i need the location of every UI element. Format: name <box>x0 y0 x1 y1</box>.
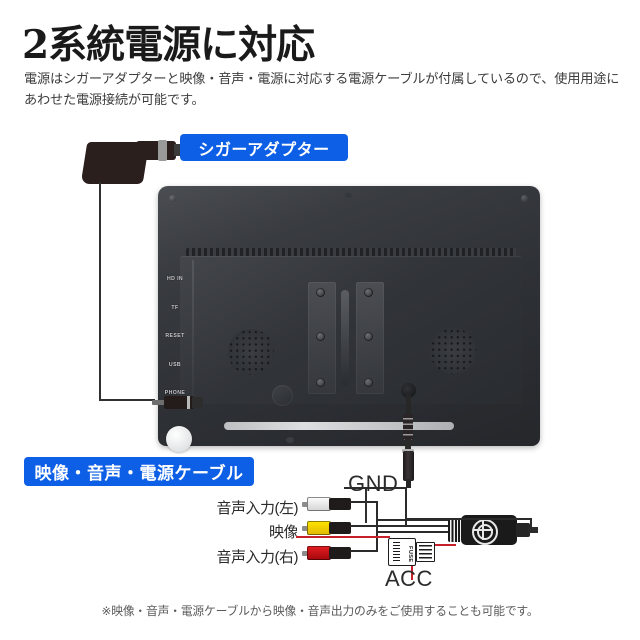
dc-stem <box>405 395 411 417</box>
kickstand-screw-mr <box>364 332 373 341</box>
port-label-phone: PHONE <box>164 390 186 396</box>
kickstand-screw-br <box>364 378 373 387</box>
kickstand-slot <box>341 290 349 386</box>
rca-boot <box>329 522 351 534</box>
plug-body <box>164 396 194 409</box>
label-av-power-cable: 映像・音声・電源ケーブル <box>24 457 254 486</box>
wire-connector-output-run <box>405 518 532 521</box>
monitor-inner-panel <box>180 256 522 404</box>
port-label-reset: RESET <box>165 333 185 339</box>
monitor-sensor-dot <box>272 385 293 406</box>
rca-shell <box>307 546 331 560</box>
cigar-cable-vertical <box>99 182 102 401</box>
monitor-back-illustration: HD IN TF RESET USB PHONE <box>158 186 540 452</box>
monitor-foot <box>166 426 192 452</box>
plug-tip <box>152 400 165 405</box>
monitor-screw-top-right <box>521 195 528 202</box>
wire-video-run <box>350 525 450 528</box>
wire-acc-to-connector <box>434 544 456 546</box>
rca-shell <box>307 521 331 535</box>
fuse-holder: FUSE <box>388 538 436 566</box>
wire-audio-right-rise <box>376 527 379 552</box>
connector-strain-relief <box>448 518 462 542</box>
rca-plug-video <box>302 521 358 535</box>
dc-mid <box>405 439 411 453</box>
monitor-bottom-screw <box>286 437 294 443</box>
label-audio-input-right: 音声入力(右) <box>216 549 299 566</box>
rca-shell <box>307 497 331 511</box>
connector-neck <box>516 523 530 537</box>
page-description: 電源はシガーアダプターと映像・音声・電源に対応する電源ケーブルが付属しているので… <box>24 71 620 108</box>
rca-plug-audio-right <box>302 546 358 560</box>
port-label-tf: TF <box>171 304 179 311</box>
speaker-grille-left <box>228 329 274 375</box>
cigar-adapter-illustration <box>62 136 183 196</box>
footer-note: ※映像・音声・電源ケーブルから映像・音声出力のみをご使用することも可能です。 <box>101 604 539 618</box>
monitor-port-labels: HD IN TF RESET USB PHONE <box>158 274 192 398</box>
cigar-plug-barrel <box>136 141 176 160</box>
wire-audio-left-run <box>350 501 378 504</box>
plug-end <box>192 397 203 408</box>
dc-cable-exit <box>405 479 411 488</box>
kickstand-screw-tr <box>364 288 373 297</box>
connector-cross-h <box>473 529 493 532</box>
wire-bundle-lower <box>376 531 450 534</box>
rca-boot <box>329 498 351 510</box>
dc-barrel <box>402 451 414 481</box>
wire-gnd-leader <box>365 489 367 523</box>
wire-acc-upper-run <box>296 536 390 538</box>
monitor-kickstand-bracket <box>308 282 384 394</box>
port-label-hd-in: HD IN <box>166 276 184 282</box>
kickstand-screw-ml <box>316 332 325 341</box>
monitor-port-divider <box>192 260 194 408</box>
wire-audio-right-run <box>350 550 378 553</box>
connector-tail <box>528 527 538 533</box>
kickstand-screw-bl <box>316 378 325 387</box>
label-acc: ACC <box>385 566 433 591</box>
dc-power-plug <box>400 383 416 488</box>
label-audio-input-left: 音声入力(左) <box>216 500 299 517</box>
wire-gnd-vertical <box>405 487 408 525</box>
rca-boot <box>329 547 351 559</box>
label-video: 映像 <box>268 524 299 541</box>
plug-ring <box>187 396 190 409</box>
cigar-cable-plug <box>152 396 204 409</box>
wire-acc-drop <box>411 564 413 580</box>
cigar-cable-horizontal <box>99 399 155 402</box>
port-label-usb: USB <box>168 361 182 368</box>
monitor-screw-top-left <box>169 195 176 202</box>
fuse-label: FUSE <box>407 546 413 563</box>
label-cigar-adapter: シガーアダプター <box>180 134 348 161</box>
label-gnd: GND <box>348 471 399 496</box>
wire-gnd-horizontal <box>344 487 407 490</box>
connector-ring-inner <box>477 524 493 540</box>
rca-plug-audio-left <box>302 497 358 511</box>
wire-connector-output-rise <box>530 518 533 532</box>
monitor-bottom-bar <box>224 422 454 430</box>
monitor-vent <box>186 248 516 257</box>
dc-socket <box>401 383 416 398</box>
dc-grip <box>403 414 413 440</box>
monitor-screw-top-center <box>345 193 352 198</box>
cigar-plug-tip <box>174 144 183 156</box>
speaker-grille-right <box>430 328 476 374</box>
fuse-body <box>388 538 416 566</box>
page-title: 2系統電源に対応 <box>22 22 315 68</box>
kickstand-screw-tl <box>316 288 325 297</box>
wire-audio-left-drop <box>376 501 379 525</box>
cigar-plug-contact-ring <box>158 140 167 161</box>
fuse-connector <box>416 542 435 562</box>
